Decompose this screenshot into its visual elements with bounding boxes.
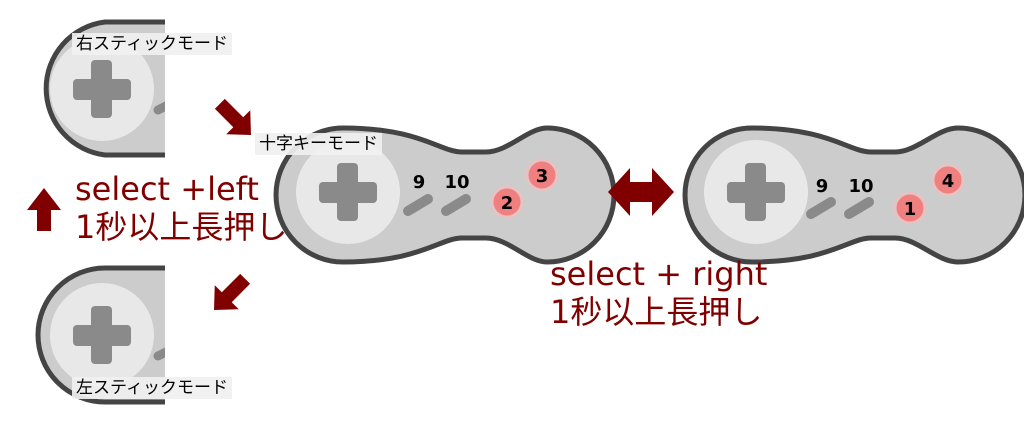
start-button [441,194,471,216]
action-button-a-label: 1 [904,199,917,220]
cross-dpad-icon [319,163,377,221]
button-9-label: 9 [816,176,829,197]
alternate-button-layout-pad: 9 10 1 4 [682,125,1024,265]
action-button-b [525,158,559,192]
cross-dpad-icon [73,60,131,118]
action-button-b-label: 3 [536,166,549,187]
dpad-mode-label: 十字キーモード [255,133,382,155]
select-left-combo: select +left [75,170,259,208]
select-right-combo: select + right [550,255,768,293]
select-button [403,194,433,216]
action-button-a [893,191,927,225]
cross-dpad-icon [727,163,785,221]
action-button-b [931,163,965,197]
left-stick-mode-pad [35,265,165,405]
action-button-a [490,185,524,219]
action-button-b-label: 4 [942,171,955,192]
button-9-label: 9 [413,172,426,193]
select-button [806,197,836,219]
double-headed-arrow-icon [608,168,674,216]
select-left-duration: 1秒以上長押し [75,208,288,246]
button-10-label: 10 [444,172,469,193]
start-button [844,197,874,219]
right-stick-mode-label: 右スティックモード [72,33,232,55]
select-right-duration: 1秒以上長押し [550,293,763,331]
action-button-a-label: 2 [501,193,514,214]
select-right-instruction: select + right 1秒以上長押し [550,255,767,331]
cross-dpad-icon [73,306,131,364]
select-left-instruction: select +left 1秒以上長押し [75,170,287,246]
dpad-mode-pad: 9 10 2 3 [273,125,617,265]
right-stick-mode-pad [43,19,165,158]
up-arrow-icon [27,188,61,231]
button-10-label: 10 [848,176,873,197]
down-right-arrow-icon [214,98,251,135]
left-stick-mode-label: 左スティックモード [72,377,232,399]
down-left-arrow-icon [214,273,251,310]
